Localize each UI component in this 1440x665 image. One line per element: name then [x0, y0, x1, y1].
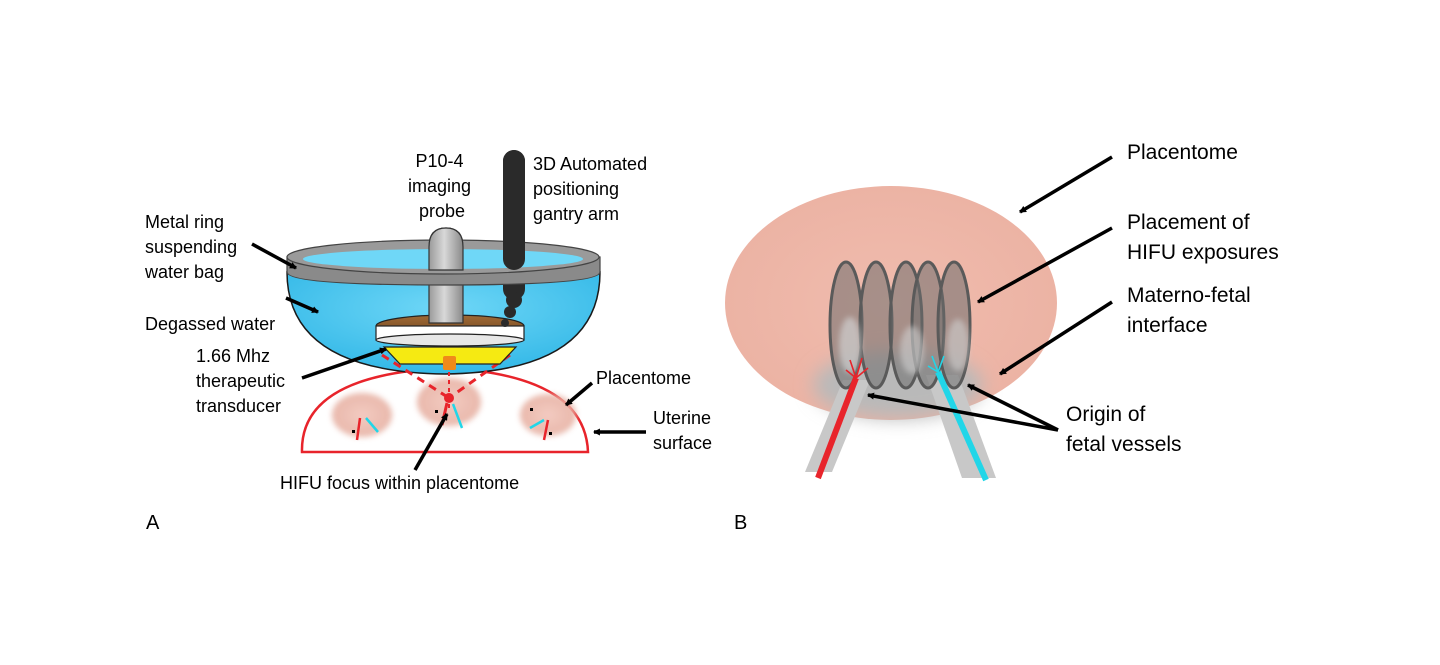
arrow-hifu-focus [413, 413, 449, 471]
label-hifu-focus: HIFU focus within placentome [280, 473, 519, 493]
vein-branches [927, 355, 945, 373]
label-placentome-a: Placentome [596, 368, 691, 388]
vein-center [451, 403, 464, 429]
vessel-dot [435, 410, 438, 413]
panel-a-arrows [251, 242, 646, 471]
artery-branches [845, 357, 869, 379]
placentome-right [520, 394, 576, 436]
label-transducer: 1.66 Mhz therapeutic transducer [196, 346, 290, 416]
transducer-focus-marker [443, 356, 456, 370]
arrow-degassed-water [285, 296, 319, 314]
vein-left [365, 417, 379, 433]
label-materno-fetal: Materno-fetal interface [1127, 284, 1257, 337]
arrow-vessel-artery [866, 392, 1059, 432]
hifu-exposure-2 [858, 260, 894, 390]
label-metal-ring: Metal ring suspending water bag [144, 212, 242, 282]
vessel-dot [549, 432, 552, 435]
label-uterine-surface: Uterine surface [653, 408, 716, 453]
arrow-transducer [301, 347, 387, 380]
panel-b: Placentome Placement of HIFU exposures M… [725, 141, 1279, 534]
panel-letter-b: B [734, 512, 747, 534]
label-hifu-exposures: Placement of HIFU exposures [1127, 211, 1279, 264]
transducer-face [382, 346, 518, 365]
hifu-focus-point [444, 393, 454, 403]
artery-right [542, 419, 550, 441]
label-placentome-b: Placentome [1127, 141, 1238, 164]
panel-b-arrows [866, 155, 1113, 432]
label-fetal-vessels: Origin of fetal vessels [1066, 403, 1182, 456]
vessel-dot [352, 430, 355, 433]
arrow-materno-fetal [999, 300, 1113, 376]
fetal-vein [935, 370, 989, 482]
panel-letter-a: A [146, 512, 160, 534]
fetal-artery [815, 376, 859, 480]
label-gantry-arm: 3D Automated positioning gantry arm [533, 154, 652, 224]
arrow-metal-ring [251, 242, 297, 270]
panel-a: Metal ring suspending water bag Degassed… [144, 150, 716, 534]
vein-right [529, 418, 545, 430]
artery-left [355, 417, 362, 441]
arrow-placentome-b [1019, 155, 1113, 214]
arrow-vessel-vein [967, 383, 1059, 432]
therapeutic-transducer [375, 314, 525, 370]
panel-b-labels: Placentome Placement of HIFU exposures M… [734, 141, 1279, 534]
hifu-exposures [828, 260, 972, 390]
panel-a-labels: Metal ring suspending water bag Degassed… [144, 151, 716, 534]
hifu-beam [381, 353, 511, 410]
vessel-dot [530, 408, 533, 411]
arrow-hifu-exposures [977, 226, 1113, 304]
placentome-left [332, 393, 392, 437]
label-imaging-probe: P10-4 imaging probe [408, 151, 476, 221]
label-degassed-water: Degassed water [145, 314, 275, 334]
fetal-vessels [815, 355, 989, 482]
arrow-placentome-a [564, 381, 594, 407]
metal-ring [286, 150, 601, 286]
